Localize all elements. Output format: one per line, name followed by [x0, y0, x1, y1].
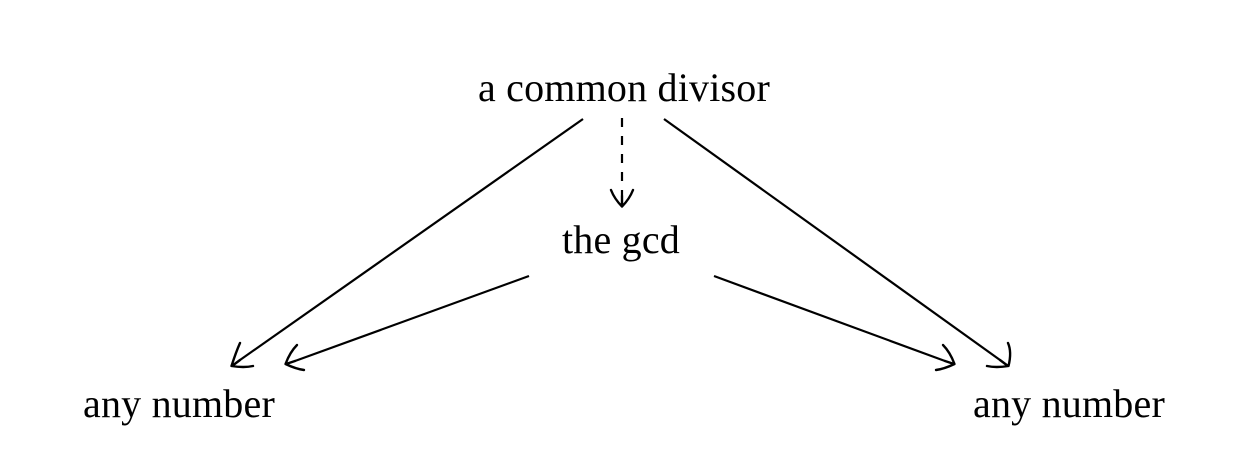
- edge-divisor-to-right-number: [663, 118, 1012, 369]
- edge-gcd-to-left-number-line: [294, 274, 530, 363]
- edge-gcd-to-right-number: [713, 274, 956, 372]
- node-label-any-number-right: any number: [973, 381, 1165, 426]
- node-label-the-gcd: the gcd: [561, 217, 681, 262]
- edge-divisor-to-right-number-line: [663, 118, 1001, 361]
- edge-gcd-to-left-number: [284, 274, 530, 372]
- edge-divisor-to-left-number-arrowhead: [230, 341, 255, 369]
- edge-divisor-to-gcd: [609, 118, 635, 208]
- edge-gcd-to-right-number-arrowhead: [934, 343, 956, 372]
- edge-gcd-to-right-number-line: [713, 274, 946, 363]
- edge-divisor-to-right-number-arrowhead: [985, 341, 1012, 369]
- edge-divisor-to-left-number-line: [239, 118, 584, 361]
- edge-divisor-to-gcd-arrowhead: [609, 188, 635, 208]
- edge-gcd-to-left-number-arrowhead: [284, 343, 306, 372]
- node-label-common-divisor: a common divisor: [477, 65, 771, 110]
- edge-divisor-to-left-number: [230, 118, 584, 369]
- node-label-any-number-left: any number: [83, 381, 275, 426]
